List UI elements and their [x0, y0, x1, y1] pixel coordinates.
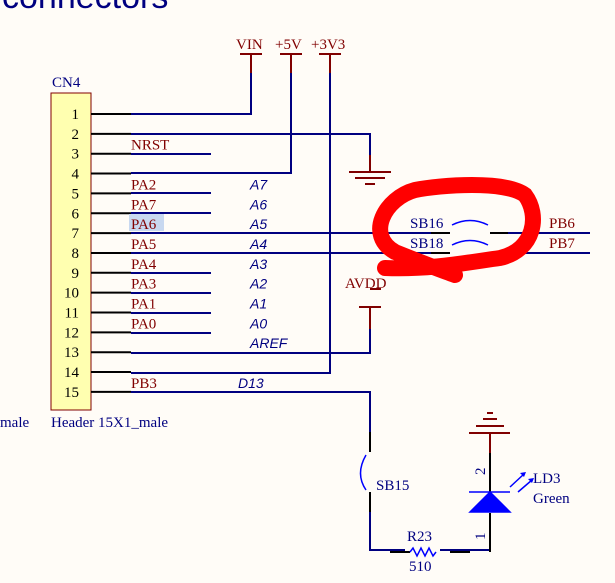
signal-net-label: PA4 — [131, 257, 157, 273]
power-port-symbols — [240, 53, 381, 329]
signal-net-label: NRST — [131, 138, 169, 154]
signal-net-label: PA1 — [131, 297, 156, 313]
net-label-avdd: AVDD — [345, 276, 387, 292]
resistor-value: 510 — [409, 559, 432, 575]
solder-bridge-sb15-icon — [359, 454, 367, 491]
net-label-5v: +5V — [275, 37, 302, 53]
resistor-icon — [409, 546, 437, 558]
pin-number: 15 — [64, 385, 79, 401]
signal-alias-label: AREF — [249, 335, 289, 351]
led-pin-1: 1 — [473, 533, 489, 541]
signal-alias-label: A0 — [249, 315, 267, 331]
signal-alias-label: A4 — [249, 236, 267, 252]
pin-number: 3 — [72, 147, 80, 163]
wires — [131, 73, 590, 551]
signal-net-label: PA5 — [131, 237, 156, 253]
led-value: Green — [533, 491, 570, 507]
pin-number: 8 — [72, 246, 80, 262]
left-cutoff-label: male — [0, 415, 29, 431]
pin-number: 11 — [65, 306, 79, 322]
led-ref: LD3 — [533, 471, 561, 487]
annotation-circle — [372, 177, 541, 283]
connector-ref: CN4 — [52, 75, 81, 91]
solder-bridge-icon — [451, 219, 489, 246]
signal-alias-label: A7 — [249, 176, 268, 192]
pin-number: 4 — [72, 167, 80, 183]
signal-alias-label: A2 — [249, 276, 267, 292]
net-label-pb6: PB6 — [549, 216, 575, 232]
connector-body — [50, 92, 92, 411]
pin-number: 5 — [72, 186, 80, 202]
signal-alias-label: A6 — [249, 196, 267, 212]
led-pin-2: 2 — [473, 468, 489, 476]
pin-number: 14 — [64, 365, 80, 381]
signal-alias-label: D13 — [238, 375, 264, 391]
signal-alias-label: A3 — [249, 256, 267, 272]
pin-number: 13 — [64, 345, 79, 361]
sb18-label: SB18 — [410, 236, 443, 252]
net-label-vin: VIN — [236, 37, 263, 53]
pin-number: 6 — [72, 206, 80, 222]
selection-highlight — [129, 214, 164, 231]
pin-number: 1 — [72, 107, 80, 123]
pin-number: 12 — [64, 325, 79, 341]
signal-net-label: PA0 — [131, 316, 156, 332]
signal-net-label: PA3 — [131, 277, 156, 293]
signal-net-label: PB3 — [131, 376, 157, 392]
connector-value: Header 15X1_male — [51, 415, 168, 431]
led-light-arrows-icon — [509, 473, 533, 493]
sb16-label: SB16 — [410, 216, 444, 232]
pin-number: 2 — [72, 127, 80, 143]
led-icon — [468, 490, 512, 513]
signal-net-label: PA6 — [131, 217, 157, 233]
signal-alias-label: A1 — [249, 296, 267, 312]
pin-number: 7 — [72, 226, 80, 242]
signal-net-label: PA7 — [131, 197, 157, 213]
signal-alias-label: A5 — [249, 216, 267, 232]
net-label-pb7: PB7 — [549, 236, 575, 252]
resistor-ref: R23 — [407, 529, 432, 545]
sb15-label: SB15 — [376, 478, 409, 494]
net-label-3v3: +3V3 — [311, 37, 345, 53]
page-title: connectors — [2, 0, 168, 16]
signal-net-label: PA2 — [131, 177, 156, 193]
pin-number: 10 — [64, 286, 79, 302]
pin-number: 9 — [72, 266, 80, 282]
